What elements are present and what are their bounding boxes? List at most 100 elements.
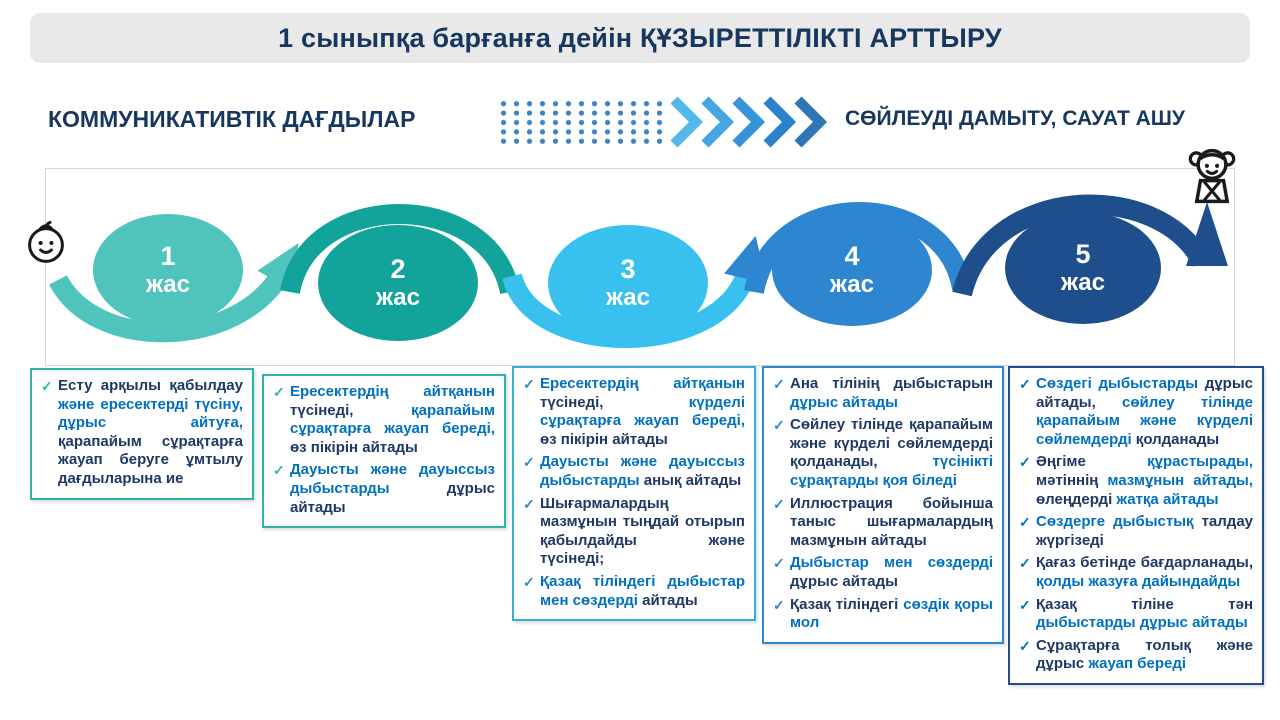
criteria-item: ✓ Дыбыстар мен сөздерді дұрыс айтады — [773, 554, 993, 591]
check-icon: ✓ — [1019, 454, 1031, 471]
check-icon: ✓ — [273, 384, 285, 400]
criteria-text-segment: қарапайым сұрақтарға жауап береді, — [290, 401, 495, 438]
check-icon: ✓ — [773, 555, 785, 572]
criteria-text-segment: Дауысты және дауыссыз дыбыстарды — [540, 453, 745, 489]
criteria-text-segment: Дауысты және дауыссыз дыбыстарды — [290, 461, 495, 497]
criteria-text-segment: Әңгіме — [1036, 453, 1086, 471]
criteria-item: ✓ Қазақ тіліне тән дыбыстарды дұрыс айтад… — [1019, 596, 1253, 633]
criteria-text-segment: анық айтады — [639, 471, 742, 489]
page-title: 1 сыныпқа барғанға дейін ҚҰЗЫРЕТТІЛІКТІ … — [278, 22, 1002, 53]
stage-number: 5 — [1075, 239, 1091, 270]
criteria-text-segment: Иллюстрация бойынша таныс шығармалардың … — [790, 494, 993, 549]
criteria-text-segment: Қағаз бетінде бағдарланады, — [1036, 554, 1253, 572]
criteria-box-2: ✓ Ересектердің айтқанын түсінеді, қарапай… — [262, 374, 506, 529]
criteria-box-5: ✓ Сөздегі дыбыстарды дұрыс айтады, сөйлеу… — [1008, 366, 1264, 685]
criteria-text-segment: дыбыстарды дұрыс айтады — [1036, 614, 1248, 632]
criteria-text-segment: түсінеді, — [540, 393, 604, 411]
left-heading: КОММУНИКАТИВТІК ДАҒДЫЛАР — [48, 106, 416, 132]
check-icon: ✓ — [523, 376, 535, 392]
criteria-item: ✓ Иллюстрация бойынша таныс шығармалардың… — [773, 495, 993, 551]
criteria-box-3: ✓Ересектердің айтқанын түсінеді, күрделі… — [512, 366, 756, 622]
criteria-item: ✓ Қазақ тіліндегі сөздік қоры мол — [773, 596, 993, 633]
criteria-text-segment: Қазақ тіліне тән — [1036, 595, 1253, 613]
check-icon: ✓ — [773, 495, 785, 512]
criteria-item: ✓Ересектердің айтқанын түсінеді, күрделі… — [523, 375, 745, 449]
criteria-text-segment: Ана тілінің дыбыстарын — [790, 375, 993, 392]
criteria-item: ✓ Қазақ тіліндегі дыбыстар мен сөздерді а… — [523, 573, 745, 610]
criteria-text-segment: қолды жазуға дайындайды — [1036, 572, 1241, 590]
criteria-text-segment: айтады — [637, 591, 698, 609]
criteria-text-segment: дұрыс айтады — [790, 393, 898, 411]
criteria-text-segment: Қазақ тіліндегі дыбыстар мен сөздерді — [540, 572, 745, 609]
criteria-item: ✓ Қағаз бетінде бағдарланады, қолды жазуғ… — [1019, 554, 1253, 591]
criteria-text-segment: мәтіннің — [1036, 471, 1099, 489]
criteria-item: ✓ Сөздегі дыбыстарды дұрыс айтады, сөйлеу… — [1019, 375, 1253, 449]
stage-unit: жас — [145, 270, 190, 298]
criteria-text-segment: және ересектерді түсіну, дұрыс айтуға, — [58, 395, 243, 432]
stage-number: 2 — [390, 254, 406, 285]
criteria-text-segment: өлеңдерді — [1036, 490, 1113, 508]
criteria-text-segment: Сөздегі дыбыстарды — [1036, 375, 1199, 392]
criteria-item: ✓Есту арқылы қабылдау және ересектерді т… — [41, 377, 243, 489]
check-icon: ✓ — [523, 454, 535, 471]
check-icon: ✓ — [773, 417, 785, 434]
dots-pattern-icon — [497, 99, 665, 146]
criteria-box-1: ✓Есту арқылы қабылдау және ересектерді т… — [30, 368, 254, 500]
criteria-text-segment: сөйлеу тілінде қарапайым және күрделі сө… — [1036, 393, 1253, 448]
check-icon: ✓ — [523, 573, 535, 590]
check-icon: ✓ — [1019, 376, 1031, 392]
criteria-text-segment: талдау жүргізеді — [1036, 513, 1253, 549]
criteria-item: ✓ Сөздерге дыбыстық талдау жүргізеді — [1019, 513, 1253, 550]
criteria-text-segment: Шығармалардың мазмұнын тыңдай отырып қаб… — [540, 494, 745, 568]
check-icon: ✓ — [773, 376, 785, 392]
title-banner: 1 сыныпқа барғанға дейін ҚҰЗЫРЕТТІЛІКТІ … — [30, 13, 1250, 63]
criteria-item: ✓ Әңгіме құрастырады, мәтіннің мазмұнын а… — [1019, 453, 1253, 509]
chevrons-icon — [670, 96, 828, 148]
criteria-text-segment: түсінеді, — [290, 401, 354, 419]
criteria-item: ✓ Дауысты және дауыссыз дыбыстарды анық а… — [523, 453, 745, 490]
criteria-text-segment: Дыбыстар мен сөздерді — [790, 554, 993, 572]
criteria-text-segment: дұрыс айтады, — [1036, 375, 1253, 411]
criteria-text-segment: Ересектердің айтқанын — [290, 383, 495, 400]
stage-unit: жас — [1060, 268, 1105, 296]
check-icon: ✓ — [1019, 596, 1031, 613]
criteria-text-segment: қарапайым сұрақтарға жауап беруге ұмтылу… — [58, 432, 243, 487]
criteria-item: ✓ Ересектердің айтқанын түсінеді, қарапай… — [273, 383, 495, 457]
criteria-text-segment: жауап береді — [1084, 655, 1187, 673]
criteria-text-segment: құрастырады, — [1085, 453, 1253, 471]
criteria-text-segment: өз пікірін айтады — [540, 430, 668, 448]
stage-number: 3 — [620, 254, 636, 285]
criteria-text-segment: Ересектердің айтқанын — [540, 375, 745, 392]
stage-unit: жас — [605, 283, 650, 311]
criteria-text-segment: дұрыс айтады — [790, 572, 898, 590]
criteria-text-segment: мазмұнын айтады, — [1098, 471, 1253, 489]
criteria-text-segment: Сұрақтарға толық және дұрыс — [1036, 636, 1253, 673]
child-icon — [1188, 148, 1236, 204]
criteria-item: ✓Дауысты және дауыссыз дыбыстарды дұрыс … — [273, 461, 495, 517]
check-icon: ✓ — [773, 596, 785, 613]
stage-unit: жас — [829, 270, 874, 298]
criteria-text-segment: өз пікірін айтады — [290, 438, 418, 456]
criteria-text-segment: Есту арқылы қабылдау — [58, 377, 243, 394]
criteria-text-segment: жатқа айтады — [1112, 490, 1219, 508]
stage-number: 4 — [844, 241, 860, 272]
criteria-text-segment: Сөйлеу тілінде қарапайым және күрделі сө… — [790, 416, 993, 471]
check-icon: ✓ — [1019, 514, 1031, 531]
criteria-item: ✓ Сұрақтарға толық және дұрыс жауап беред… — [1019, 637, 1253, 674]
criteria-item: ✓ Сөйлеу тілінде қарапайым және күрделі с… — [773, 416, 993, 490]
stage-number: 1 — [160, 241, 176, 272]
check-icon: ✓ — [1019, 555, 1031, 572]
criteria-text-segment: сөздік қоры мол — [790, 595, 993, 632]
baby-icon — [28, 220, 64, 263]
criteria-text-segment: Сөздерге дыбыстық — [1036, 513, 1194, 531]
criteria-text-segment: Қазақ тіліндегі — [790, 595, 899, 613]
check-icon: ✓ — [273, 462, 285, 479]
criteria-item: ✓ Ана тілінің дыбыстарын дұрыс айтады — [773, 375, 993, 412]
criteria-item: ✓Шығармалардың мазмұнын тыңдай отырып қа… — [523, 495, 745, 569]
check-icon: ✓ — [1019, 637, 1031, 654]
